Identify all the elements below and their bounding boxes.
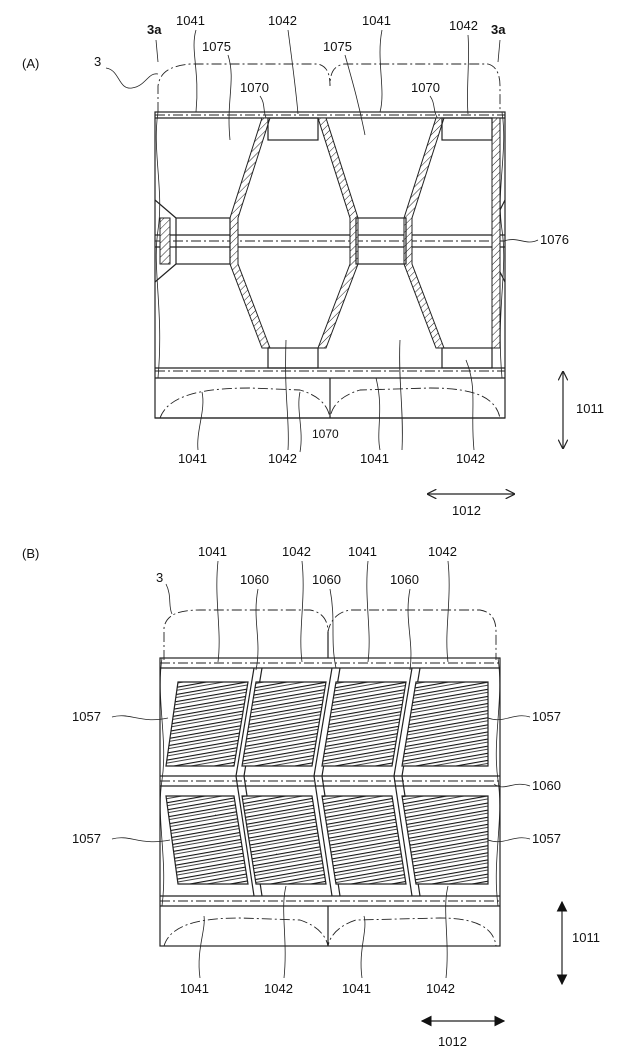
label-1060-b2: 1060 [312, 572, 341, 587]
top-label-1041-b2: 1041 [348, 544, 377, 559]
edge-label-right: 3a [491, 22, 506, 37]
top-label-1041-a1: 1041 [176, 13, 205, 28]
panel-b: (B) 3 1041 1042 1041 1042 1060 1060 1060 [22, 544, 600, 1049]
bottom-label-1042-a2: 1042 [456, 451, 485, 466]
label-1075-b: 1075 [323, 39, 352, 54]
dir-label-1011-b: 1011 [572, 930, 600, 945]
panel-a: (A) 3 3a 3a 1041 1042 1041 1042 1075 107… [22, 13, 604, 518]
bottom-label-1041-b2: 1041 [342, 981, 371, 996]
dir-label-1011-a: 1011 [576, 401, 604, 416]
sipe-block-lower-2 [242, 796, 326, 884]
edge-label-left: 3a [147, 22, 162, 37]
sipe-block-lower-4 [402, 796, 488, 884]
dir-label-1012-a: 1012 [452, 503, 481, 518]
label-1070-bottom: 1070 [312, 427, 339, 441]
bottom-label-1042-b1: 1042 [264, 981, 293, 996]
sipe-block-upper-4 [402, 682, 488, 766]
bottom-label-1041-a1: 1041 [178, 451, 207, 466]
sipe-block-upper-3 [322, 682, 406, 766]
label-1057-right-top: 1057 [532, 709, 561, 724]
sipe-block-lower-1 [166, 796, 248, 884]
sipe-block-upper-1 [166, 682, 248, 766]
label-1060-b1: 1060 [240, 572, 269, 587]
tire-label-b: 3 [156, 570, 163, 585]
label-1057-right-bottom: 1057 [532, 831, 561, 846]
sipe-block-upper-2 [242, 682, 326, 766]
label-1057-left-top: 1057 [72, 709, 101, 724]
bottom-label-1042-a1: 1042 [268, 451, 297, 466]
tire-label-a: 3 [94, 54, 101, 69]
top-label-1042-b1: 1042 [282, 544, 311, 559]
bottom-label-1041-a2: 1041 [360, 451, 389, 466]
label-1060-right: 1060 [532, 778, 561, 793]
label-1060-b3: 1060 [390, 572, 419, 587]
panel-a-label: (A) [22, 56, 39, 71]
dir-label-1012-b: 1012 [438, 1034, 467, 1049]
sipe-block-lower-3 [322, 796, 406, 884]
bottom-label-1041-b1: 1041 [180, 981, 209, 996]
top-label-1042-a2: 1042 [449, 18, 478, 33]
label-1076: 1076 [540, 232, 569, 247]
top-label-1042-a1: 1042 [268, 13, 297, 28]
top-label-1042-b2: 1042 [428, 544, 457, 559]
label-1057-left-bottom: 1057 [72, 831, 101, 846]
top-label-1041-a2: 1041 [362, 13, 391, 28]
label-1070-b: 1070 [411, 80, 440, 95]
panel-b-label: (B) [22, 546, 39, 561]
tire-leader-a [106, 68, 158, 88]
bottom-label-1042-b2: 1042 [426, 981, 455, 996]
label-1070-a: 1070 [240, 80, 269, 95]
label-1075-a: 1075 [202, 39, 231, 54]
top-label-1041-b1: 1041 [198, 544, 227, 559]
